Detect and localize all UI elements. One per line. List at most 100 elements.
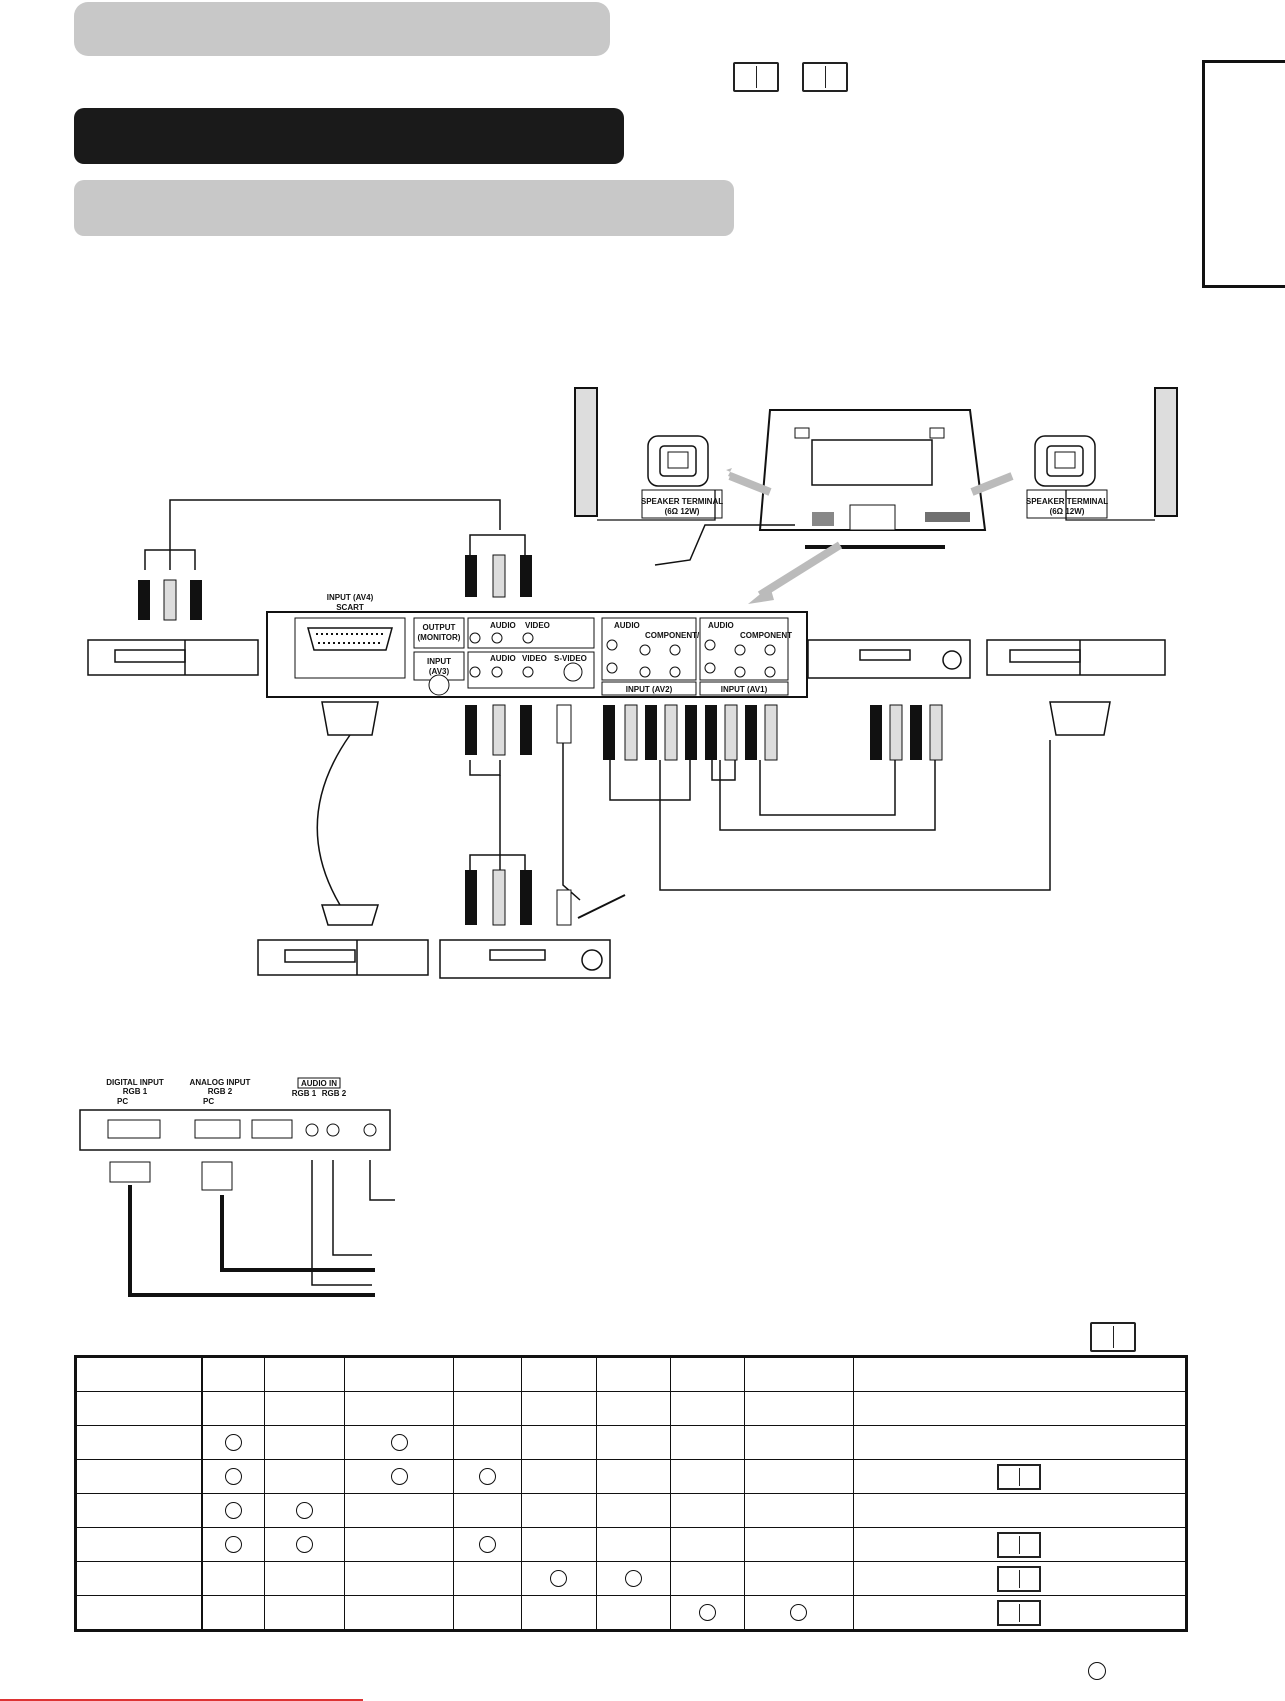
table-cell bbox=[669, 1493, 745, 1528]
vcr-bottom bbox=[257, 939, 429, 976]
table-cell bbox=[73, 1493, 203, 1528]
supported-circle-icon bbox=[790, 1603, 808, 1621]
table-cell bbox=[343, 1391, 455, 1426]
table-cell bbox=[453, 1425, 523, 1460]
table-row bbox=[73, 1595, 1189, 1632]
s-video-label: S-VIDEO bbox=[554, 654, 587, 663]
supported-circle-icon bbox=[698, 1603, 716, 1621]
table-cell bbox=[343, 1561, 455, 1596]
table-cell bbox=[73, 1425, 203, 1460]
table-cell bbox=[453, 1355, 523, 1392]
table-cell bbox=[264, 1561, 345, 1596]
input-av1-section: AUDIO COMPONENT INPUT (AV1) bbox=[699, 617, 792, 696]
supported-circle-icon bbox=[479, 1467, 497, 1485]
table-row bbox=[73, 1493, 1189, 1528]
vcr-left bbox=[87, 639, 259, 676]
table-cell bbox=[73, 1561, 203, 1596]
table-cell bbox=[264, 1595, 345, 1632]
right-speaker-terminal: SPEAKER TERMINAL (6Ω 12W) bbox=[1026, 435, 1108, 519]
pc-input-panel: DIGITAL INPUT RGB 1 PC ANALOG INPUT RGB … bbox=[79, 1077, 395, 1297]
table-cell bbox=[453, 1391, 523, 1426]
speaker-spec-label-left: (6Ω 12W) bbox=[665, 507, 700, 516]
input-audio-label: AUDIO bbox=[490, 654, 516, 663]
table-cell bbox=[73, 1595, 203, 1632]
supported-circle-icon bbox=[224, 1535, 242, 1553]
table-cell bbox=[201, 1527, 266, 1562]
table-cell bbox=[595, 1493, 671, 1528]
audio-rgb1-label: RGB 1 bbox=[292, 1089, 317, 1098]
table-cell bbox=[343, 1425, 455, 1460]
arrow-to-panel bbox=[748, 586, 774, 604]
table-cell bbox=[521, 1527, 597, 1562]
table-cell bbox=[743, 1493, 854, 1528]
supported-circle-icon bbox=[390, 1467, 408, 1485]
dvd-bottom bbox=[439, 939, 611, 979]
audio-rgb2-label: RGB 2 bbox=[322, 1089, 347, 1098]
left-speaker bbox=[574, 387, 598, 517]
table-cell bbox=[453, 1595, 523, 1632]
table-cell bbox=[743, 1391, 854, 1426]
av2-audio-label: AUDIO bbox=[614, 621, 640, 630]
table-cell bbox=[343, 1355, 455, 1392]
page-reference-icon bbox=[997, 1599, 1042, 1626]
table-cell bbox=[743, 1355, 854, 1392]
table-cell bbox=[521, 1561, 597, 1596]
input-label: INPUT bbox=[427, 657, 451, 666]
bottom-rule bbox=[0, 1699, 363, 1701]
table-cell bbox=[595, 1355, 671, 1392]
output-audio-label: AUDIO bbox=[490, 621, 516, 630]
supported-circle-icon bbox=[224, 1501, 242, 1519]
table-cell bbox=[852, 1425, 1189, 1460]
digital-rgb1-label: RGB 1 bbox=[123, 1087, 148, 1096]
speaker-terminal-label-left: SPEAKER TERMINAL bbox=[641, 497, 723, 506]
speaker-terminal-label-right: SPEAKER TERMINAL bbox=[1026, 497, 1108, 506]
table-cell bbox=[521, 1425, 597, 1460]
footnote-circle-icon bbox=[1088, 1662, 1106, 1680]
monitor-label: (MONITOR) bbox=[418, 633, 461, 642]
digital-pc-label: PC bbox=[117, 1097, 128, 1106]
table-cell bbox=[595, 1425, 671, 1460]
table-cell bbox=[264, 1425, 345, 1460]
table-cell bbox=[201, 1425, 266, 1460]
left-speaker-terminal: SPEAKER TERMINAL (6Ω 12W) bbox=[641, 435, 723, 519]
table-cell bbox=[669, 1595, 745, 1632]
table-cell bbox=[852, 1459, 1189, 1494]
table-cell bbox=[73, 1459, 203, 1494]
table-row bbox=[73, 1561, 1189, 1596]
table-cell bbox=[264, 1391, 345, 1426]
supported-circle-icon bbox=[224, 1433, 242, 1451]
table-cell bbox=[669, 1459, 745, 1494]
av1-audio-label: AUDIO bbox=[708, 621, 734, 630]
table-cell bbox=[852, 1595, 1189, 1632]
section-heading-bar-1 bbox=[74, 2, 610, 56]
table-cell bbox=[201, 1595, 266, 1632]
supported-circle-icon bbox=[479, 1535, 497, 1553]
table-cell bbox=[521, 1493, 597, 1528]
table-row bbox=[73, 1391, 1189, 1426]
supported-circle-icon bbox=[296, 1535, 313, 1553]
table-cell bbox=[73, 1527, 203, 1562]
dvd-right bbox=[807, 639, 971, 679]
page-reference-icon-1 bbox=[733, 62, 779, 92]
output-video-label: VIDEO bbox=[525, 621, 550, 630]
table-cell bbox=[343, 1527, 455, 1562]
input-av4-label: INPUT (AV4) bbox=[327, 593, 374, 602]
vcr-right bbox=[986, 639, 1166, 676]
right-speaker bbox=[1154, 387, 1178, 517]
table-cell bbox=[73, 1391, 203, 1426]
supported-circle-icon bbox=[390, 1433, 408, 1451]
table-cell bbox=[201, 1391, 266, 1426]
table-cell bbox=[595, 1391, 671, 1426]
arrow-to-left-terminal bbox=[726, 468, 770, 490]
table-cell bbox=[669, 1425, 745, 1460]
table-cell bbox=[264, 1459, 345, 1494]
table-cell bbox=[453, 1459, 523, 1494]
table-cell bbox=[343, 1493, 455, 1528]
table-cell bbox=[852, 1527, 1189, 1562]
supported-circle-icon bbox=[224, 1467, 242, 1485]
page-reference-icon bbox=[997, 1531, 1042, 1558]
scart-label: SCART bbox=[336, 603, 364, 612]
table-row bbox=[73, 1425, 1189, 1460]
table-cell bbox=[669, 1391, 745, 1426]
table-cell bbox=[343, 1595, 455, 1632]
